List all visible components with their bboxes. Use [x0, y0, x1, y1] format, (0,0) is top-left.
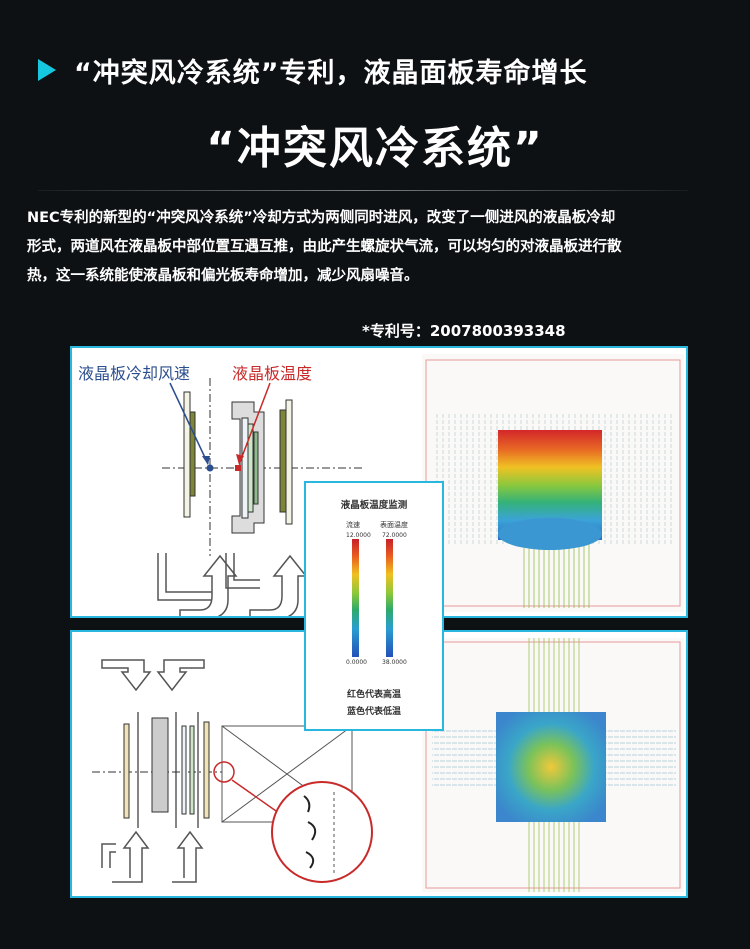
legend-col-surface-temp: 表面温度	[380, 521, 408, 529]
legend-note-high: 红色代表高温	[346, 690, 401, 700]
description-line: 热，这一系统能使液晶板和偏光板寿命增加，减少风扇噪音。	[27, 268, 419, 284]
airspeed-label: 液晶板冷却风速	[78, 364, 191, 383]
play-triangle-icon	[38, 59, 56, 81]
description: NEC专利的新型的“冲突风冷系统”冷却方式为两侧同时进风，改变了一侧进风的液晶板…	[27, 204, 727, 291]
section-heading-text: “冲突风冷系统”专利，液晶面板寿命增长	[74, 57, 588, 89]
legend-min-temp: 38.0000	[382, 659, 407, 666]
divider	[38, 190, 688, 191]
dual-side-simulation	[422, 638, 684, 892]
single-side-cooling-diagram	[157, 378, 362, 616]
patent-number: *专利号：2007800393348	[362, 322, 566, 340]
temperature-colorbar	[386, 539, 393, 657]
temperature-legend: 液晶板温度监测 流速 表面温度 12.0000 72.0000 0.0000 3…	[304, 481, 444, 731]
dual-side-cooling-diagram	[92, 659, 373, 883]
description-line: 形式，两道风在液晶板中部位置互遇互推，由此产生螺旋状气流，可以均匀的对液晶板进行…	[27, 239, 622, 255]
legend-max-temp: 72.0000	[382, 532, 407, 539]
page-title: “冲突风冷系统”	[206, 123, 544, 174]
legend-note-low: 蓝色代表低温	[346, 707, 401, 717]
legend-col-airspeed: 流速	[346, 521, 360, 529]
legend-max-airspeed: 12.0000	[346, 532, 371, 539]
dual-side-cooling-panel	[70, 630, 688, 898]
airspeed-colorbar	[352, 539, 359, 657]
legend-min-airspeed: 0.0000	[346, 659, 367, 666]
temperature-label: 液晶板温度	[232, 364, 313, 383]
description-line: NEC专利的新型的“冲突风冷系统”冷却方式为两侧同时进风，改变了一侧进风的液晶板…	[27, 210, 616, 226]
single-side-simulation	[422, 354, 684, 612]
single-side-cooling-panel: 液晶板冷却风速 液晶板温度	[70, 346, 688, 618]
section-heading: “冲突风冷系统”专利，液晶面板寿命增长	[38, 50, 588, 90]
legend-title: 液晶板温度监测	[340, 500, 408, 511]
